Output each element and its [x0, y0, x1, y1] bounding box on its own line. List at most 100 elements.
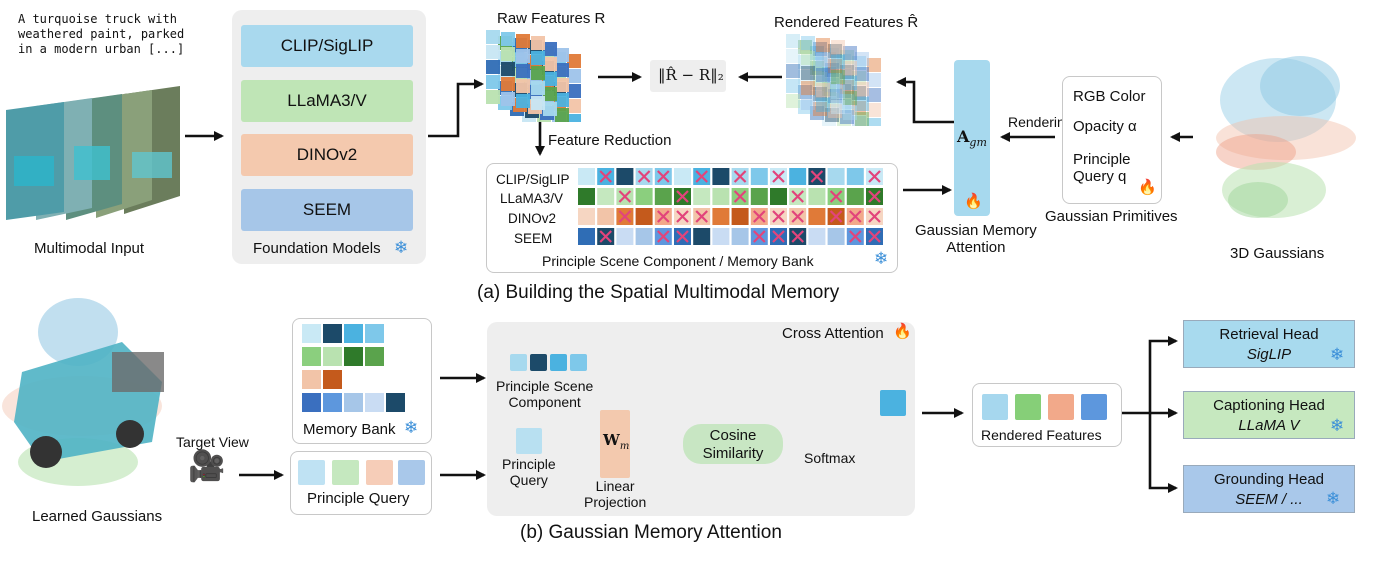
primitive-principle: Principle — [1073, 151, 1131, 168]
rendered-square — [1081, 394, 1107, 420]
feature-cell — [843, 61, 857, 75]
feature-cell — [831, 40, 845, 54]
feature-cell — [843, 76, 857, 90]
snowflake-icon: ❄ — [1330, 416, 1345, 435]
memory-cell — [808, 208, 826, 225]
memory-cell — [846, 168, 864, 185]
linear-projection-bar — [600, 410, 630, 478]
feature-cell — [543, 57, 557, 71]
feature-cell — [543, 72, 557, 86]
memory-cell — [578, 228, 595, 245]
memory-cell — [712, 208, 730, 225]
loss-formula: ‖R̂ − R‖₂ — [658, 66, 724, 84]
feature-cell — [786, 34, 800, 48]
cross-mark — [810, 170, 824, 183]
mb-row-label-3: SEEM — [514, 231, 553, 246]
feature-cell — [837, 114, 851, 126]
linear-projection-label: Linear Projection — [584, 478, 647, 511]
feature-cell — [825, 78, 839, 92]
model-dinov2: DINOv2 — [241, 134, 413, 176]
feature-cell — [516, 64, 530, 78]
cross-mark — [618, 190, 632, 203]
feature-cell — [867, 58, 881, 72]
feature-cell — [801, 81, 815, 95]
feature-cell — [567, 114, 581, 122]
feature-cell — [501, 77, 515, 91]
feature-cell — [786, 94, 800, 108]
feature-cell — [486, 45, 500, 59]
feature-cell — [801, 36, 815, 50]
memory-cell — [846, 188, 864, 205]
feature-cell — [798, 85, 812, 99]
principle-query-box-label: Principle Query — [307, 490, 410, 507]
feature-cell — [555, 93, 569, 107]
memory-cell — [693, 188, 711, 205]
multimodal-input-frames — [6, 86, 180, 220]
memory-cell — [616, 228, 634, 245]
memory-cell — [712, 228, 730, 245]
memory-bank-cell — [302, 393, 321, 412]
rendered-features-top-label: Rendered Features R̂ — [774, 14, 919, 31]
memory-cell — [770, 188, 787, 205]
cross-mark — [849, 210, 862, 223]
principle-query-label: Principle Query — [502, 456, 556, 489]
agm-symbol: Agm — [957, 127, 987, 150]
memory-cell — [597, 188, 615, 205]
memory-cell — [789, 168, 807, 185]
cross-mark — [657, 230, 670, 243]
feature-cell — [567, 54, 581, 68]
feature-cell — [798, 100, 812, 114]
loss-box — [650, 60, 726, 92]
feature-cell — [531, 51, 545, 65]
cross-mark — [753, 230, 766, 243]
memory-bank-squares — [302, 324, 405, 412]
rendered-features-grid — [786, 34, 881, 126]
feature-cell — [840, 65, 854, 79]
camera-icon: 🎥 — [188, 450, 226, 483]
feature-cell — [852, 116, 866, 126]
feature-cell — [810, 61, 824, 75]
memory-cell — [674, 168, 691, 185]
model-clip-siglip: CLIP/SigLIP — [241, 25, 413, 67]
feature-cell — [516, 49, 530, 63]
retrieval-head-name: Retrieval Head — [1219, 326, 1319, 343]
rendering-label: Rendering — [1008, 114, 1073, 130]
cross-mark — [829, 210, 843, 223]
feature-cell — [825, 63, 839, 77]
memory-cell — [635, 208, 653, 225]
feature-cell — [843, 46, 857, 60]
cross-mark — [868, 210, 881, 223]
memory-bank-cell — [344, 347, 363, 366]
feature-cell — [555, 78, 569, 92]
rendered-square — [1015, 394, 1041, 420]
memory-bank-cell — [365, 324, 384, 343]
feature-cell — [837, 54, 851, 68]
query-square — [332, 460, 359, 485]
feature-cell — [816, 38, 830, 52]
feature-cell — [567, 69, 581, 83]
cross-mark — [829, 190, 843, 203]
feature-cell — [786, 64, 800, 78]
memory-bank-cell — [323, 347, 342, 366]
cross-mark — [637, 170, 651, 183]
caption-a: (a) Building the Spatial Multimodal Memo… — [477, 282, 840, 303]
snowflake-icon: ❄ — [394, 238, 409, 257]
cosine-similarity-node: Cosine Similarity — [683, 424, 783, 464]
feature-cell — [486, 75, 500, 89]
primitive-opacity: Opacity α — [1073, 118, 1137, 135]
cross-mark — [868, 230, 881, 243]
feature-cell — [825, 108, 839, 122]
mb-row-label-1: LLaMA3/V — [500, 191, 564, 206]
cross-mark — [791, 230, 804, 243]
memory-cell — [827, 168, 845, 185]
feature-cell — [486, 30, 500, 44]
feature-cell — [501, 92, 515, 106]
feature-cell — [501, 62, 515, 76]
memory-bank-cell — [323, 393, 342, 412]
snowflake-icon: ❄ — [1326, 489, 1341, 508]
feature-cell — [816, 68, 830, 82]
feature-cell — [867, 118, 881, 126]
prompt-text: A turquoise truck with weathered paint, … — [18, 12, 185, 56]
